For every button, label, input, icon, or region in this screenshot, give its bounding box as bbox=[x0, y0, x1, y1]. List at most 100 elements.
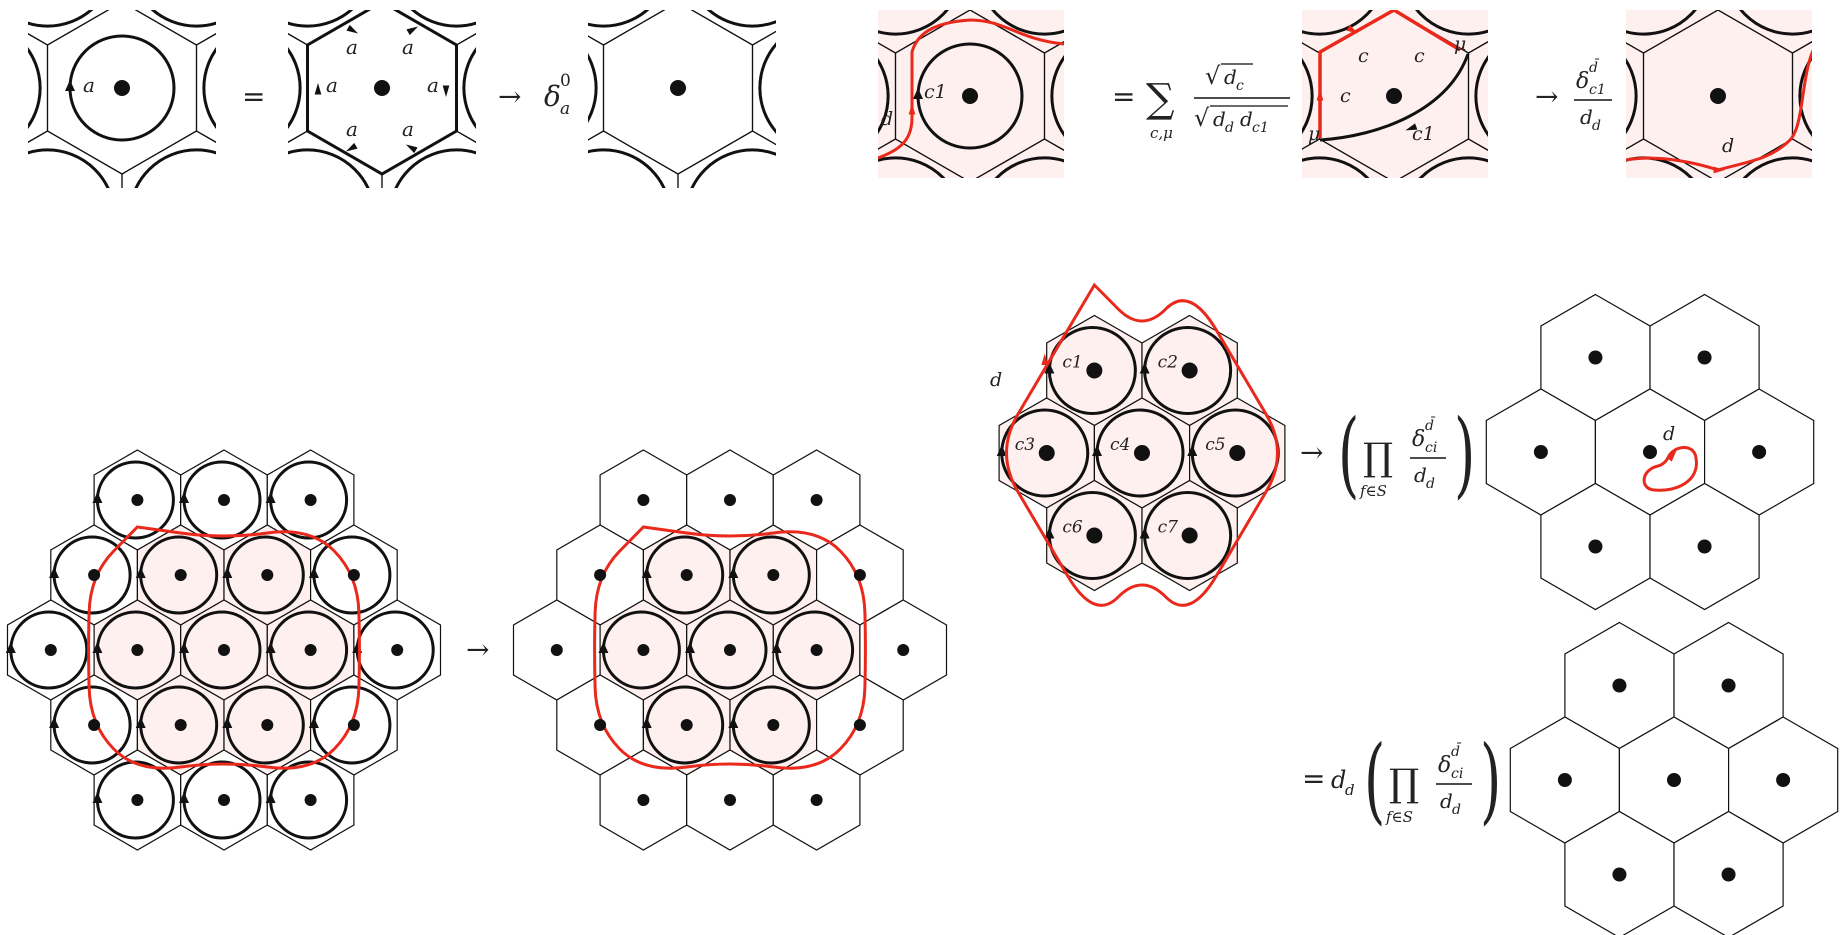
prod2-delta-sup: d̄ bbox=[1451, 742, 1462, 760]
direction-arrow-icon bbox=[1346, 24, 1359, 34]
face-dot bbox=[1710, 88, 1726, 104]
frac-den-sqrt: √ bbox=[1194, 104, 1210, 132]
face-dot bbox=[637, 644, 650, 656]
face-dot bbox=[218, 644, 230, 656]
delta-a0-delta: δ bbox=[544, 80, 561, 113]
edge-label-c-1: c bbox=[1358, 45, 1369, 67]
face-dot bbox=[1588, 350, 1603, 365]
face-dot bbox=[1086, 527, 1103, 544]
prod2-delta-sub: ci bbox=[1451, 766, 1463, 782]
direction-arrow-icon bbox=[1666, 450, 1677, 462]
neighbour-loop-circle bbox=[394, 148, 476, 188]
hexagon-face bbox=[455, 33, 476, 143]
prod1-delta-sup: d̄ bbox=[1425, 416, 1436, 434]
prefactor-d: d bbox=[1331, 766, 1346, 794]
face-dot bbox=[261, 569, 274, 581]
panel-group bbox=[28, 10, 216, 188]
red-boundary-loop bbox=[87, 525, 361, 770]
central-hexagon bbox=[602, 10, 754, 175]
prod1-den-d: d bbox=[1414, 463, 1427, 487]
red-d-small-loop bbox=[1642, 446, 1698, 492]
hexagon-face bbox=[121, 130, 216, 188]
frac-den-sub-d: d bbox=[1225, 120, 1234, 136]
face-dot bbox=[1038, 445, 1055, 461]
edge-label-c-3: c bbox=[1340, 85, 1351, 107]
neighbour-loop-circle bbox=[1050, 55, 1064, 137]
panel-group bbox=[1302, 10, 1488, 178]
delta-a0-sup: 0 bbox=[560, 71, 571, 91]
hexagon-face bbox=[677, 130, 776, 188]
loop-arrow-icon bbox=[49, 567, 60, 578]
c-index-label: c7 bbox=[1158, 518, 1179, 538]
hexagon-face bbox=[288, 33, 309, 143]
rparen-2: ) bbox=[1480, 726, 1501, 835]
face-dot bbox=[1667, 773, 1681, 787]
c1-line bbox=[1319, 53, 1470, 142]
face-dot bbox=[550, 644, 563, 656]
neighbour-loop-circle bbox=[28, 47, 42, 129]
neighbour-loop-circle bbox=[288, 47, 302, 129]
edge-label-a-6: a bbox=[402, 117, 414, 141]
neighbour-loop-circle bbox=[1415, 10, 1488, 36]
neighbour-loop-circle bbox=[462, 47, 476, 129]
face-dot bbox=[767, 569, 780, 581]
neighbour-loop-circle bbox=[1474, 55, 1488, 137]
loop-arrow-icon bbox=[1044, 362, 1055, 374]
face-dot bbox=[1588, 539, 1603, 554]
sum-index: c,μ bbox=[1150, 124, 1173, 142]
neighbour-loop-circle bbox=[1742, 156, 1812, 178]
neighbour-loop-circle bbox=[1626, 10, 1697, 36]
neighbour-loop-circle bbox=[1626, 156, 1694, 178]
direction-arrow-icon bbox=[1713, 166, 1725, 174]
red-d-line bbox=[878, 18, 1064, 160]
delta-a0-sub: a bbox=[560, 99, 570, 119]
face-dot bbox=[131, 644, 144, 656]
prod2-den-sub: d bbox=[1452, 802, 1461, 818]
prod-index-2: f∈S bbox=[1385, 808, 1413, 826]
face-dot bbox=[1557, 773, 1572, 787]
loop-arrow-icon bbox=[598, 642, 609, 653]
central-hexagon bbox=[46, 10, 198, 175]
prod1-delta: δ bbox=[1412, 427, 1425, 452]
arrow-3: → bbox=[466, 633, 489, 666]
face-dot bbox=[810, 644, 823, 656]
face-dot bbox=[810, 794, 823, 806]
c-index-label: c3 bbox=[1015, 435, 1035, 455]
neighbour-loop-circle bbox=[690, 148, 776, 188]
c-index-label: c2 bbox=[1158, 353, 1178, 373]
red-d-line bbox=[1626, 49, 1812, 172]
loop-arrow-icon bbox=[5, 642, 16, 653]
neighbour-loop-circle bbox=[150, 10, 216, 28]
face-dot bbox=[44, 644, 57, 656]
hexagon-face bbox=[588, 10, 666, 46]
c-index-label: c6 bbox=[1062, 518, 1083, 538]
red-boundary-loop bbox=[593, 525, 867, 770]
neighbour-loop-circle bbox=[1302, 156, 1370, 178]
face-dot bbox=[131, 794, 144, 806]
neighbour-loop-circle bbox=[994, 156, 1064, 178]
neighbour-loop-circle bbox=[1798, 55, 1812, 137]
neighbour-loop-circle bbox=[28, 10, 94, 28]
label-d-small-loop: d bbox=[1663, 423, 1675, 445]
face-dot bbox=[218, 494, 230, 506]
face-dot bbox=[131, 494, 144, 506]
loop-arrow-icon bbox=[685, 642, 695, 653]
red-boundary-loop bbox=[1005, 282, 1279, 607]
edge-label-a-2: a bbox=[402, 35, 414, 59]
face-dot bbox=[1386, 88, 1402, 104]
face-dot bbox=[304, 644, 317, 656]
face-dot bbox=[1776, 773, 1791, 787]
arrow-4: → bbox=[1300, 436, 1323, 469]
neighbour-loop-circle bbox=[588, 10, 650, 28]
neighbour-loop-circle bbox=[1418, 156, 1488, 178]
panel-group bbox=[588, 10, 776, 188]
face-dot bbox=[724, 794, 736, 806]
loop-arrow-icon bbox=[179, 642, 189, 653]
neighbour-loop-circle bbox=[588, 53, 598, 123]
neighbour-loop-circle bbox=[878, 57, 890, 135]
c-index-label: c1 bbox=[1062, 353, 1082, 373]
face-dot bbox=[962, 88, 978, 104]
face-dot bbox=[174, 719, 187, 731]
neighbour-loop-circle bbox=[1302, 10, 1373, 36]
